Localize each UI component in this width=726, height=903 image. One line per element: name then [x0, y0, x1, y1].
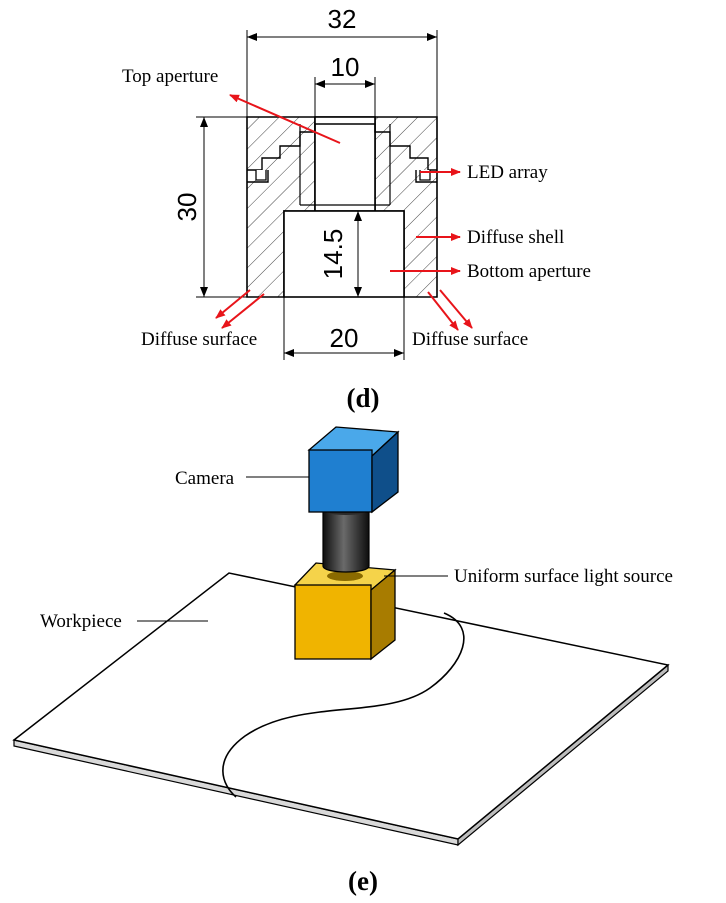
dimension-20: 20 — [330, 323, 359, 353]
light-source-front — [294, 584, 372, 660]
dimension-30: 30 — [172, 193, 202, 222]
dimension-32: 32 — [328, 4, 357, 34]
dimension-14-5: 14.5 — [318, 229, 348, 280]
label-led-array: LED array — [467, 162, 548, 183]
top-aperture-channel — [314, 116, 376, 212]
arrow-diffuse-surface-right-2 — [439, 289, 473, 329]
workpiece-plate — [12, 572, 670, 840]
arrow-diffuse-surface-left-2 — [215, 289, 251, 319]
camera-lens — [322, 509, 370, 573]
panel-e-setup: Camera Uniform surface light source Work… — [12, 426, 673, 896]
arrow-diffuse-surface-right — [427, 291, 459, 331]
workpiece-s-curve — [222, 612, 465, 798]
label-diffuse-surface-right: Diffuse surface — [412, 329, 528, 350]
label-diffuse-shell: Diffuse shell — [467, 227, 564, 248]
led-slot-left — [255, 170, 267, 181]
label-diffuse-surface-left: Diffuse surface — [141, 329, 257, 350]
label-workpiece: Workpiece — [40, 611, 122, 632]
camera-side — [371, 430, 399, 514]
caption-d: (d) — [347, 383, 380, 413]
bottom-aperture-cavity — [283, 210, 405, 298]
arrow-top-aperture — [229, 94, 341, 144]
label-top-aperture: Top aperture — [122, 66, 218, 87]
label-camera: Camera — [175, 468, 235, 489]
caption-e: (e) — [348, 866, 378, 896]
dimension-10: 10 — [331, 52, 360, 82]
stepped-profile — [247, 123, 437, 171]
arrow-diffuse-surface-left — [221, 293, 265, 329]
panel-d-cross-section: 32 10 30 14.5 20 Top aperture LED array … — [122, 4, 591, 413]
label-light-source: Uniform surface light source — [454, 566, 673, 587]
camera-front — [308, 449, 373, 513]
label-bottom-aperture: Bottom aperture — [467, 261, 591, 282]
light-source-side — [370, 568, 396, 661]
